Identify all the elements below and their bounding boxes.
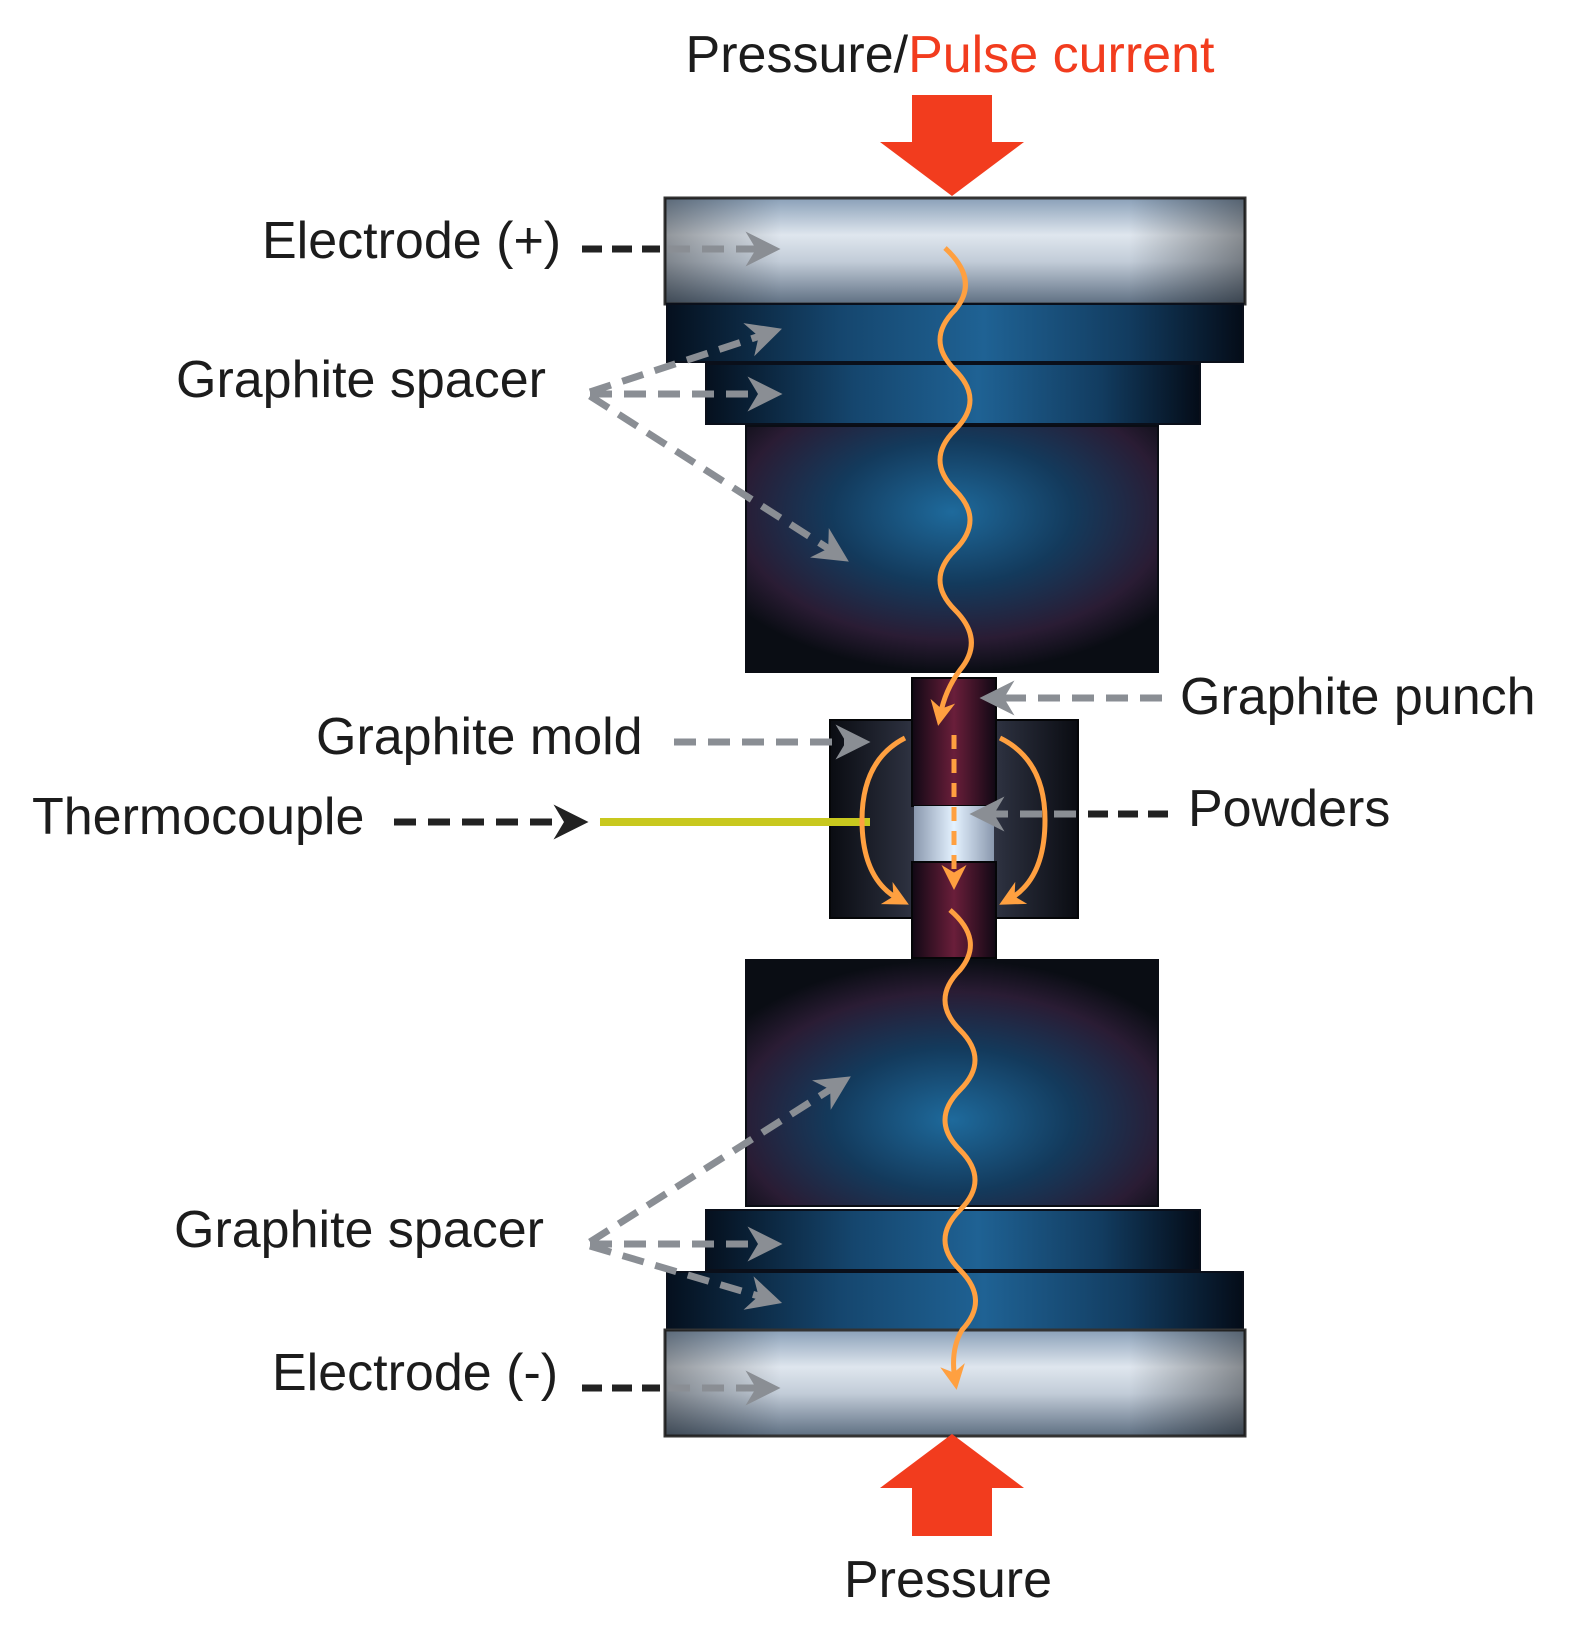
- label-electrode-top: Electrode (+): [262, 212, 561, 270]
- label-spacer-top: Graphite spacer: [176, 351, 546, 409]
- pressure-up-icon: [880, 1434, 1024, 1536]
- spacer-bottom-block: [745, 959, 1159, 1207]
- label-graphite-punch: Graphite punch: [1180, 668, 1536, 726]
- current-path-top-icon: [930, 246, 974, 726]
- label-powders: Powders: [1188, 780, 1390, 838]
- pointer-arrows: [394, 231, 1168, 1406]
- pointer-spacer-bottom-1-icon: [588, 1076, 851, 1245]
- electrode-top: [663, 196, 1247, 306]
- pressure-down-icon: [880, 95, 1024, 196]
- label-spacer-bottom: Graphite spacer: [174, 1201, 544, 1259]
- current-path-bottom-icon: [940, 908, 978, 1390]
- spacer-bottom-2: [666, 1271, 1244, 1331]
- label-graphite-mold: Graphite mold: [316, 708, 643, 766]
- label-electrode-bottom: Electrode (-): [272, 1344, 558, 1402]
- current-loop-right-icon: [998, 735, 1048, 905]
- current-loop-left-icon: [859, 735, 909, 905]
- spacer-top-2: [705, 363, 1201, 425]
- title-prefix: Pressure/: [686, 26, 909, 84]
- bottom-pressure-label: Pressure: [844, 1551, 1052, 1609]
- label-thermocouple: Thermocouple: [32, 788, 364, 846]
- pointer-spacer-top-3-icon: [588, 393, 849, 562]
- graphite-punch-bottom: [911, 861, 997, 959]
- title-highlight: Pulse current: [908, 26, 1215, 84]
- title-text: Pressure/Pulse current: [686, 26, 1215, 84]
- spacer-top-block: [745, 425, 1159, 673]
